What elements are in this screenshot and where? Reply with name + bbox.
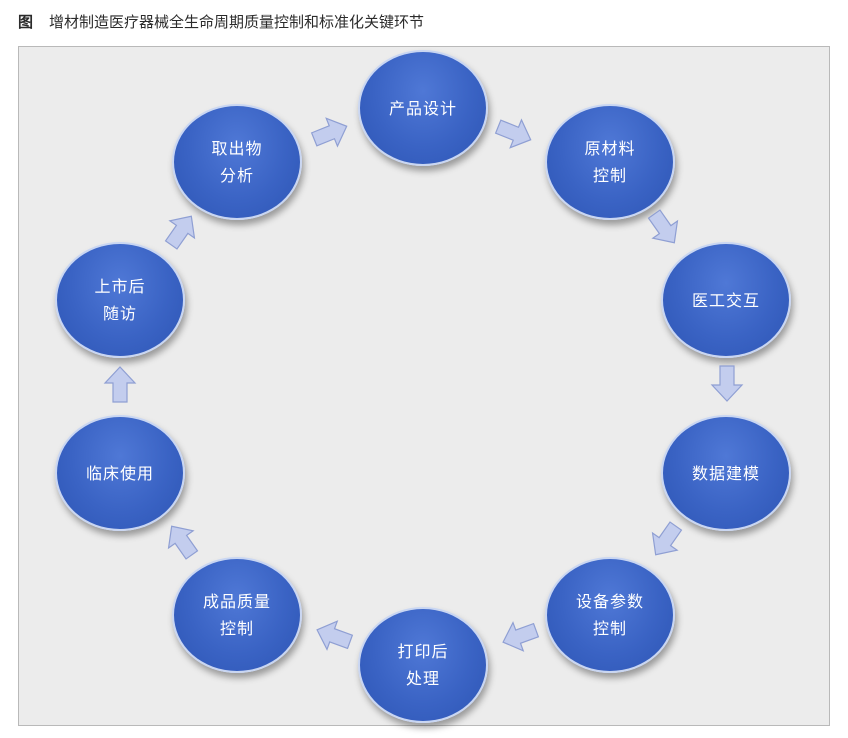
figure-label: 图 — [18, 13, 34, 31]
node-label: 临床使用 — [85, 463, 154, 483]
node-label: 成品质量 控制 — [202, 592, 271, 638]
node-explant-analysis: 取出物 分析 — [172, 104, 302, 220]
node-clinical-use: 临床使用 — [55, 415, 185, 531]
figure-title: 增材制造医疗器械全生命周期质量控制和标准化关键环节 — [49, 13, 425, 31]
node-raw-material-control: 原材料 控制 — [545, 104, 675, 220]
node-label: 上市后 随访 — [94, 277, 146, 323]
node-label: 医工交互 — [691, 290, 760, 310]
node-label: 打印后 处理 — [397, 642, 449, 688]
node-post-processing: 打印后 处理 — [358, 607, 488, 723]
node-data-modeling: 数据建模 — [661, 415, 791, 531]
node-label: 产品设计 — [388, 98, 457, 118]
node-label: 取出物 分析 — [211, 139, 263, 185]
node-label: 设备参数 控制 — [575, 592, 644, 638]
node-post-market-follow-up: 上市后 随访 — [55, 242, 185, 358]
node-finished-product-quality-control: 成品质量 控制 — [172, 557, 302, 673]
node-label: 原材料 控制 — [584, 139, 636, 185]
node-medical-engineering-interaction: 医工交互 — [661, 242, 791, 358]
node-product-design: 产品设计 — [358, 50, 488, 166]
node-label: 数据建模 — [691, 463, 760, 483]
node-equipment-parameter-control: 设备参数 控制 — [545, 557, 675, 673]
figure-caption: 图增材制造医疗器械全生命周期质量控制和标准化关键环节 — [18, 10, 424, 34]
